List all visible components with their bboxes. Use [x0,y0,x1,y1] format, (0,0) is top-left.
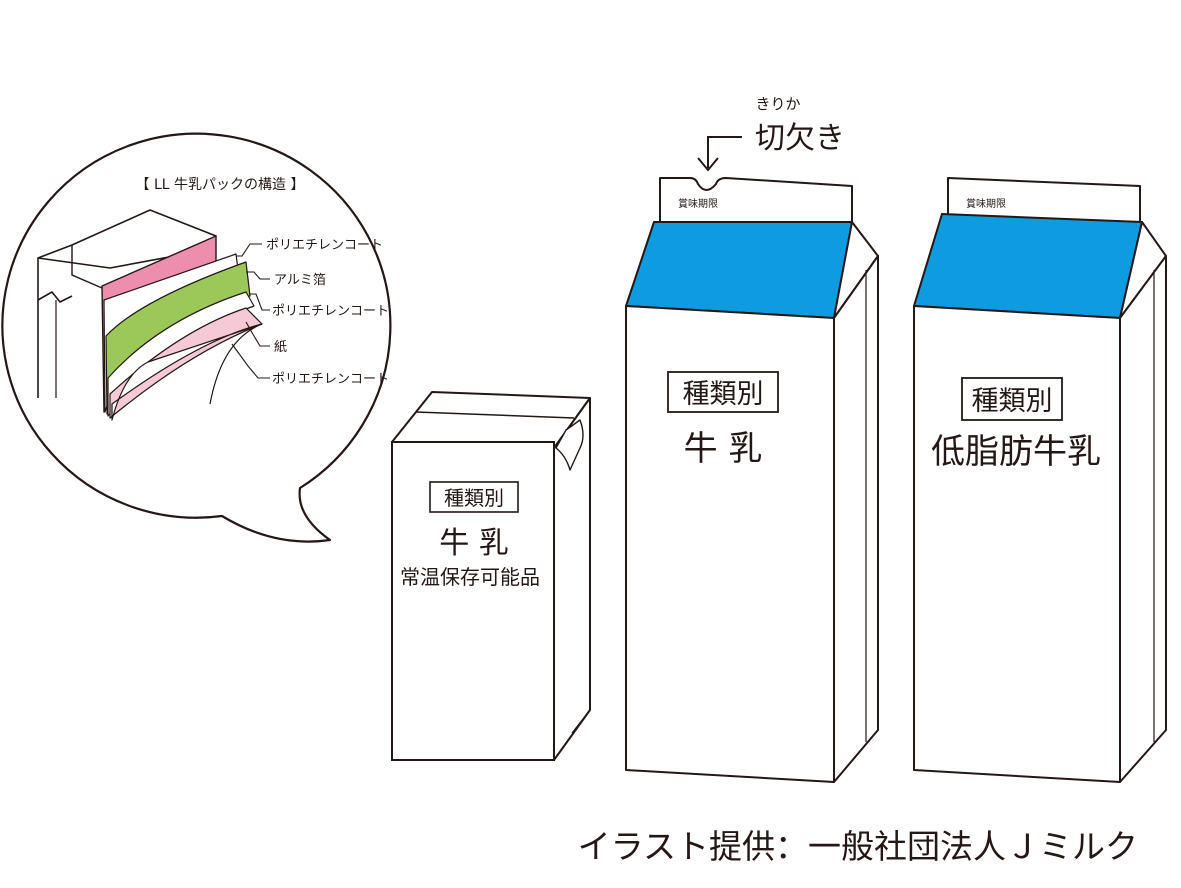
notch-callout: きりか 切欠き [697,95,845,172]
milk-product-name: 牛 乳 [684,429,763,469]
notch-arrow-line [707,136,742,168]
lowfat-carton-side [1119,255,1167,783]
lowfat-category-box [961,377,1063,421]
ll-category-box [429,481,519,513]
carton-milk: 賞味期限 種類別 牛 乳 [625,177,879,783]
lowfat-product-name: 低脂肪牛乳 [931,432,1101,472]
cutaway-flap [37,258,73,303]
lowfat-carton-roof [913,213,1143,319]
milk-expiry-label: 賞味期限 [678,197,718,210]
ll-carton-ear [555,419,584,471]
ll-product-name: 牛 乳 [439,526,509,561]
structure-title: 【 LL 牛乳パックの構造 】 [136,177,305,193]
carton-lowfat-milk: 賞味期限 種類別 低脂肪牛乳 [913,177,1167,783]
structure-bubble: 【 LL 牛乳パックの構造 】 [1,132,392,543]
illustration-credit: イラスト提供：一般社団法人Ｊミルク [578,827,1138,866]
ll-carton-seal-line [415,411,575,419]
notch-label: 切欠き [755,121,845,156]
layer-leaders [231,243,270,379]
milk-category-box [667,371,779,413]
lowfat-expiry-label: 賞味期限 [966,197,1006,210]
notch-ruby: きりか [755,95,800,113]
cutaway-fold-line [71,245,103,289]
layer-label-3: ポリエチレンコート [272,304,389,319]
milk-carton-side [833,255,879,783]
milk-category-label: 種類別 [683,379,764,410]
layer-edge-curl [209,323,263,405]
milk-carton-fin [659,177,853,223]
ll-carton-bottom-edge [571,709,591,734]
lowfat-carton-front [913,305,1121,783]
layer-5-sheet [111,323,263,421]
milk-carton-front [625,305,835,783]
layer-label-4: 紙 [274,340,287,355]
layer-label-2: アルミ箔 [274,272,326,288]
lowfat-category-label: 種類別 [972,386,1053,417]
ll-product-subtitle: 常温保存可能品 [400,565,540,589]
carton-ll-milk: 種類別 牛 乳 常温保存可能品 [391,391,591,761]
milk-carton-roof [625,221,853,319]
carton-cutaway [37,209,263,421]
notch-arrow-head-icon [697,157,719,172]
layer-label-5: ポリエチレンコート [272,372,389,387]
layer-label-1: ポリエチレンコート [266,238,383,253]
ll-carton-front [391,441,555,761]
ll-category-label: 種類別 [444,486,504,510]
